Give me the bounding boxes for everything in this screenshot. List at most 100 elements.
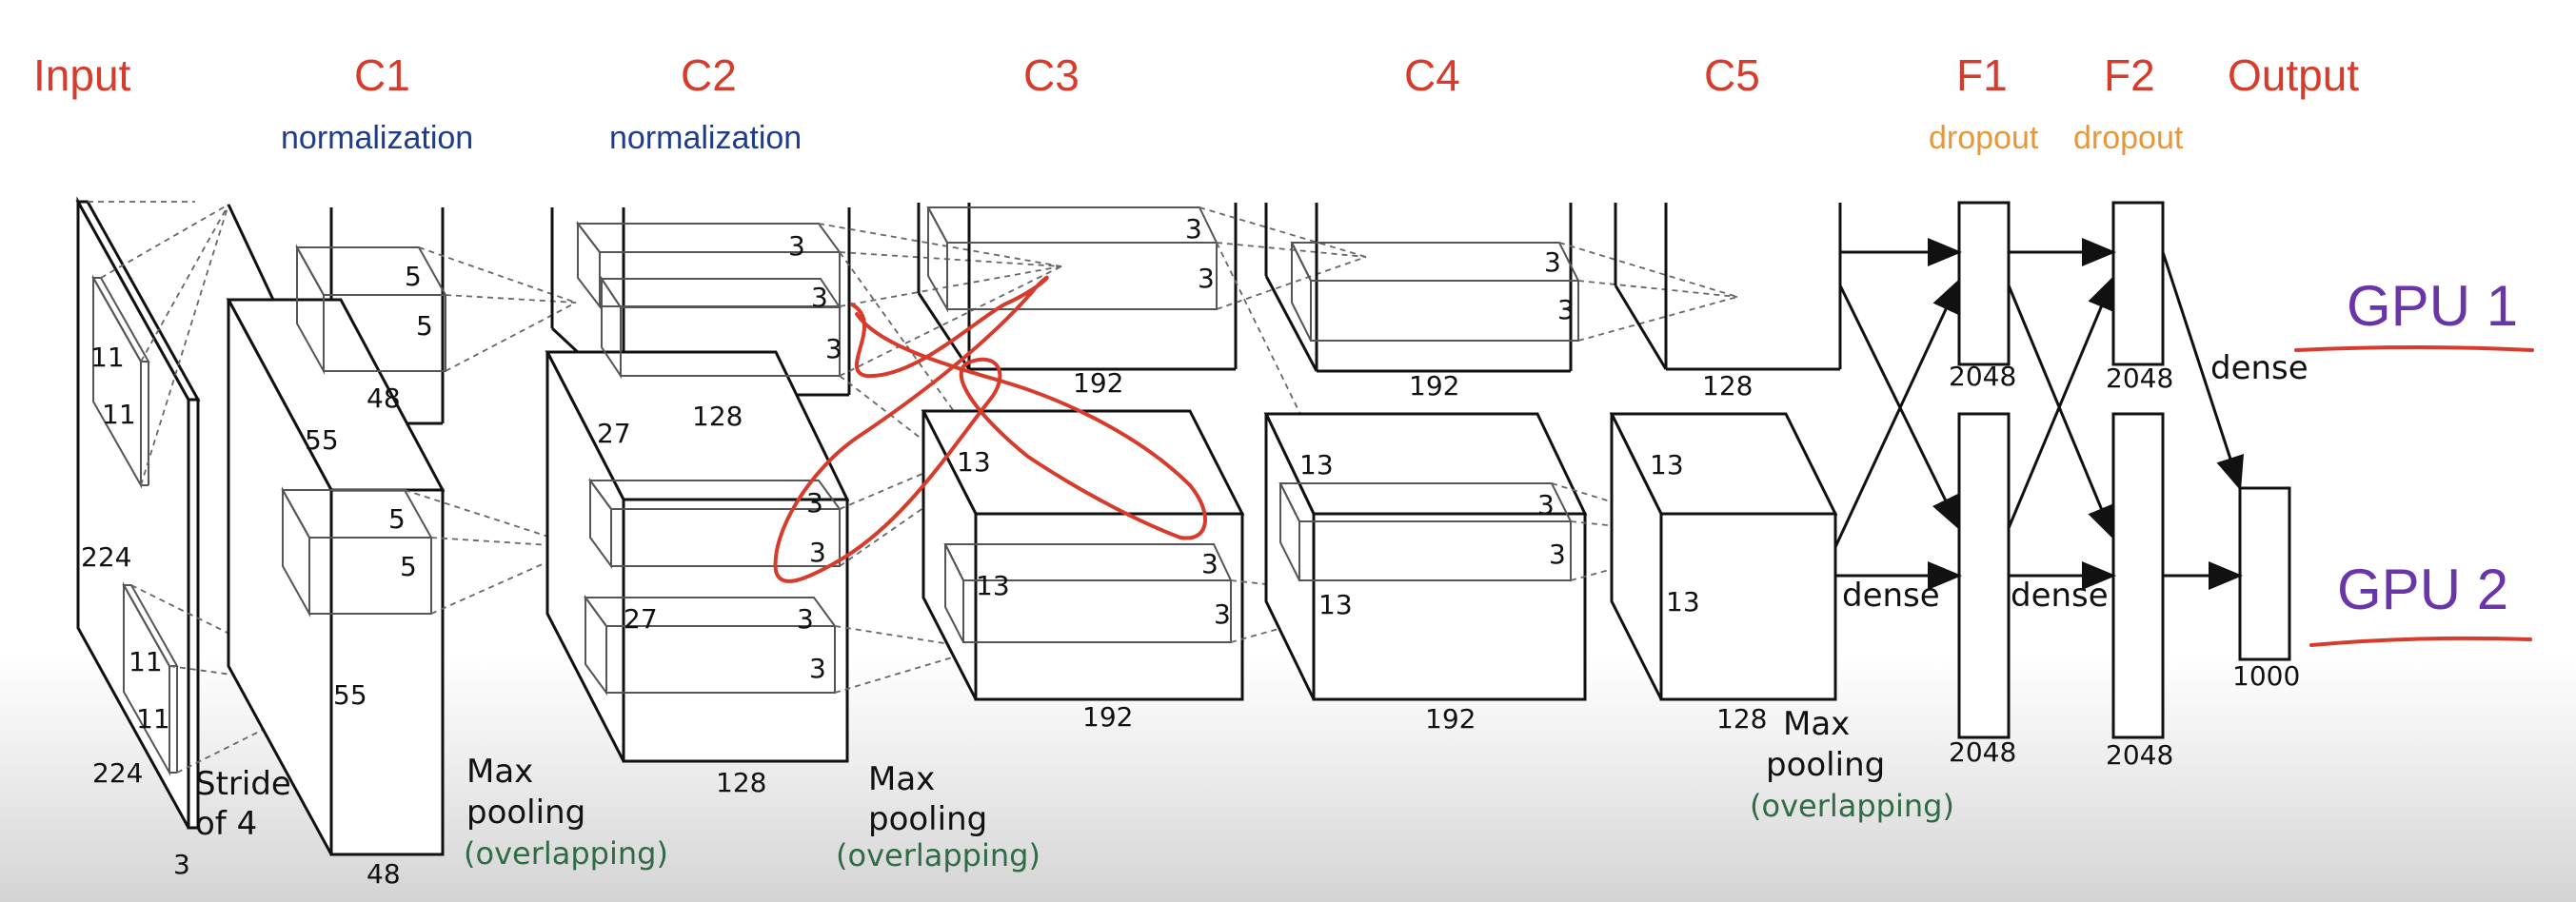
c2-normalization-label: normalization (609, 120, 802, 156)
maxpool2-line1: Max (868, 760, 935, 798)
input-kernel-bottom (122, 581, 179, 776)
f1-top-block (1957, 201, 2011, 366)
input-width: 224 (92, 757, 143, 789)
c2-kernel-dim-6: 3 (797, 603, 814, 635)
c4-kernel-dim-3: 3 (1537, 489, 1555, 520)
c3-width: 13 (976, 570, 1010, 601)
maxpool1-line2: pooling (466, 794, 585, 832)
c5-height: 13 (1650, 449, 1684, 480)
c5-depth-top: 128 (1702, 370, 1753, 402)
c3-kernel-dim-1: 3 (1185, 213, 1202, 245)
maxpool2-line2: pooling (868, 800, 987, 838)
c4-depth-bottom: 192 (1425, 703, 1476, 735)
c4-height: 13 (1299, 449, 1334, 480)
output-size: 1000 (2232, 660, 2300, 692)
input-height: 224 (81, 541, 131, 573)
maxpool3-line3: (overlapping) (1750, 788, 1954, 824)
c5-volume-bottom (1609, 412, 1838, 701)
c4-depth-top: 192 (1409, 370, 1459, 402)
input-kernel-dim-1: 11 (90, 342, 125, 373)
dense-arrows (1833, 238, 2245, 590)
layer-label-input: Input (33, 50, 131, 100)
layer-label-c2: C2 (681, 50, 737, 100)
layer-label-c4: C4 (1404, 50, 1460, 100)
maxpool1-line1: Max (466, 753, 533, 791)
f2-top-size: 2048 (2106, 363, 2173, 394)
f2-top-block (2111, 201, 2165, 366)
c4-kernel-dim-4: 3 (1549, 539, 1566, 570)
c1-height: 55 (305, 424, 339, 456)
layer-label-c3: C3 (1023, 50, 1080, 100)
maxpool3-line2: pooling (1766, 746, 1885, 784)
c2-volume-bottom (545, 350, 850, 763)
c3-depth-bottom: 192 (1082, 701, 1133, 733)
c1-kernel-dim-2: 5 (416, 310, 433, 342)
gpu2-annotation: GPU 2 (2337, 558, 2508, 621)
c2-kernel-dim-2: 3 (811, 282, 828, 313)
stride-label-2: of 4 (195, 805, 257, 843)
dense-label-1: dense (1842, 577, 1940, 615)
c1-kernel-dim-3: 5 (388, 503, 406, 535)
c3-kernel-dim-3: 3 (1201, 548, 1219, 579)
c4-volume-bottom (1263, 412, 1588, 701)
gpu1-annotation: GPU 1 (2347, 274, 2518, 338)
c2-kernel-dim-1: 3 (788, 230, 805, 262)
c1-depth-bottom: 48 (367, 858, 401, 890)
input-kernel-dim-2: 11 (102, 399, 136, 430)
c2-kernel-dim-5: 3 (809, 537, 826, 568)
f2-bottom-block (2111, 412, 2165, 739)
input-volume (75, 196, 201, 830)
f1-bottom-size: 2048 (1949, 736, 2016, 768)
f2-bottom-size: 2048 (2106, 739, 2173, 771)
c3-height: 13 (957, 446, 991, 478)
gpu1-underline (2294, 345, 2534, 352)
maxpool2-line3: (overlapping) (836, 837, 1040, 873)
c1-kernel-dim-4: 5 (400, 551, 417, 582)
layer-label-output: Output (2228, 50, 2359, 100)
c3-kernel-dim-2: 3 (1198, 263, 1215, 294)
c2-kernel-dim-7: 3 (809, 653, 826, 684)
c2-kernel-dim-4: 3 (806, 487, 823, 519)
layer-label-f1: F1 (1956, 50, 2008, 100)
f1-bottom-block (1957, 412, 2011, 739)
f1-top-size: 2048 (1949, 361, 2016, 392)
layer-label-c5: C5 (1704, 50, 1760, 100)
c1-kernel-dim-1: 5 (405, 261, 422, 292)
input-kernel-dim-4: 11 (136, 703, 170, 735)
dense-label-2: dense (2011, 577, 2109, 615)
f2-dropout-label: dropout (2073, 120, 2184, 156)
layer-label-f2: F2 (2104, 50, 2155, 100)
red-scribble (773, 275, 1207, 583)
c1-normalization-label: normalization (281, 120, 473, 156)
c2-kernel-dim-3: 3 (825, 333, 842, 364)
layer-label-c1: C1 (354, 50, 410, 100)
c1-width: 55 (333, 679, 367, 711)
gpu2-underline (2309, 636, 2532, 647)
input-depth: 3 (173, 849, 190, 880)
input-kernel-dim-3: 11 (129, 646, 163, 677)
c2-width: 27 (624, 603, 658, 635)
c2-height: 27 (597, 418, 631, 449)
c2-depth-top: 128 (692, 401, 743, 432)
c3-volume-top (917, 203, 1238, 371)
c5-depth-bottom: 128 (1716, 703, 1767, 735)
c3-kernel-dim-4: 3 (1214, 598, 1231, 630)
stride-label-1: Stride (195, 765, 291, 803)
c4-kernel-dim-1: 3 (1544, 246, 1561, 278)
c3-kernels (926, 206, 1233, 643)
c2-depth-bottom: 128 (716, 767, 766, 798)
c4-kernel-dim-2: 3 (1557, 294, 1575, 325)
maxpool3-line1: Max (1783, 705, 1850, 743)
dense-label-3: dense (2210, 349, 2308, 387)
f1-dropout-label: dropout (1929, 120, 2039, 156)
c5-volume-top (1614, 203, 1842, 371)
c4-width: 13 (1318, 589, 1353, 620)
maxpool1-line3: (overlapping) (464, 835, 668, 872)
c1-depth-top: 48 (367, 382, 401, 414)
output-block (2238, 486, 2291, 661)
c4-volume-top (1264, 203, 1573, 373)
c5-width: 13 (1666, 586, 1700, 618)
c3-depth-top: 192 (1073, 367, 1123, 399)
c1-volume-bottom (226, 298, 446, 856)
